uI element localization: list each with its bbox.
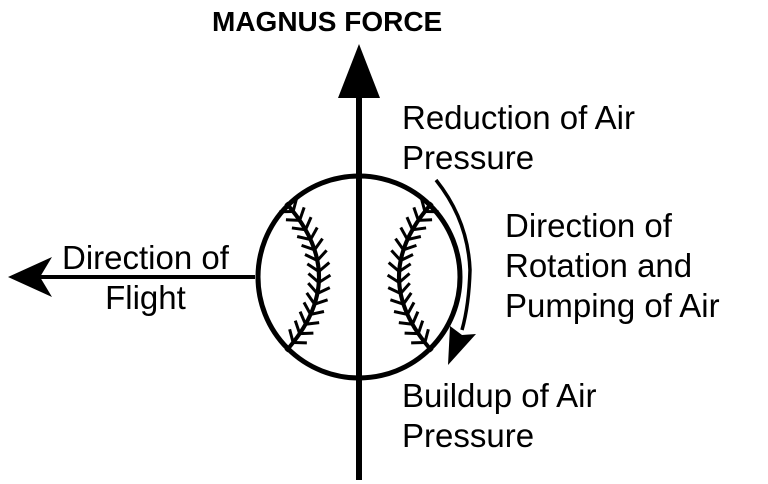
baseball-stitch	[314, 298, 329, 306]
baseball-stitch	[304, 216, 313, 231]
baseball-stitch	[310, 310, 325, 316]
baseball-stitch	[399, 282, 411, 295]
baseball-stitch	[285, 218, 300, 222]
baseball-stitch	[291, 226, 306, 232]
rotation-arrowhead	[448, 326, 476, 365]
label-flight-line-2: Flight	[105, 279, 186, 316]
baseball-stitch	[387, 261, 401, 273]
baseball	[255, 173, 463, 381]
baseball-stitch	[304, 253, 319, 262]
baseball-stitch	[404, 331, 419, 336]
baseball-stitch	[307, 282, 319, 295]
flight-direction-arrow	[8, 257, 255, 297]
baseball-stitch	[299, 331, 314, 336]
baseball-stitch	[318, 273, 332, 284]
baseball-stitch	[316, 286, 331, 295]
label-buildup-of-air-pressure: Buildup of Air Pressure	[402, 376, 596, 456]
baseball-stitches	[279, 197, 439, 345]
rotation-arrow	[434, 178, 476, 365]
label-rotation-line-3: Pumping of Air	[505, 287, 720, 324]
baseball-stitch	[386, 273, 400, 284]
baseball-stitch	[398, 262, 412, 273]
baseball-stitch	[394, 237, 405, 251]
label-buildup-line-1: Buildup of Air	[402, 377, 597, 414]
magnus-force-arrow	[338, 44, 380, 480]
label-direction-of-rotation: Direction of Rotation and Pumping of Air	[505, 206, 720, 326]
baseball-stitch	[317, 261, 331, 273]
baseball-stitch	[418, 218, 433, 222]
baseball-stitch	[298, 311, 307, 325]
label-rotation-line-1: Direction of	[505, 207, 672, 244]
baseball-stitch	[305, 291, 316, 306]
baseball-outline	[255, 173, 463, 381]
baseball-stitch	[399, 226, 409, 241]
baseball-stitch	[313, 237, 324, 251]
baseball-stitch	[419, 197, 427, 212]
baseball-stitch	[407, 235, 422, 242]
baseball-stitch	[296, 235, 311, 242]
baseball-stitch	[412, 206, 420, 221]
label-direction-of-flight: Direction of Flight	[62, 238, 229, 318]
label-reduction-line-2: Pressure	[402, 139, 535, 176]
baseball-stitch	[291, 197, 299, 212]
rotation-arrow-arc	[434, 178, 472, 331]
baseball-stitch	[405, 216, 414, 231]
baseball-stitch	[412, 226, 427, 232]
flight-direction-arrowhead	[8, 257, 52, 297]
baseball-stitch	[309, 226, 319, 241]
baseball-stitch	[307, 272, 320, 284]
baseball-stitch	[301, 243, 316, 252]
diagram-title: MAGNUS FORCE	[212, 6, 443, 37]
baseball-stitch	[293, 320, 302, 335]
baseball-stitch	[398, 321, 413, 326]
baseball-stitch	[390, 249, 402, 262]
baseball-stitch	[387, 286, 402, 295]
baseball-stitch	[316, 249, 328, 262]
baseball-stitch	[416, 320, 425, 335]
baseball-stitch	[393, 310, 408, 316]
baseball-stitch	[402, 291, 413, 306]
baseball-stitch	[306, 262, 320, 273]
baseball-stitch	[305, 321, 320, 326]
baseball-stitch	[411, 311, 420, 325]
label-flight-line-1: Direction of	[62, 239, 229, 276]
baseball-stitch	[389, 298, 404, 306]
label-reduction-line-1: Reduction of Air	[402, 99, 635, 136]
baseball-stitch	[402, 243, 417, 252]
label-rotation-line-2: Rotation and	[505, 247, 693, 284]
magnus-force-arrowhead	[338, 44, 380, 98]
baseball-stitch	[423, 328, 430, 343]
baseball-stitch	[288, 328, 295, 343]
label-buildup-line-2: Pressure	[402, 417, 535, 454]
baseball-stitch	[399, 253, 414, 262]
baseball-stitch	[398, 272, 411, 284]
baseball-stitch	[302, 301, 312, 316]
baseball-stitch	[406, 301, 416, 316]
baseball-stitch	[298, 206, 306, 221]
label-reduction-of-air-pressure: Reduction of Air Pressure	[402, 98, 635, 178]
